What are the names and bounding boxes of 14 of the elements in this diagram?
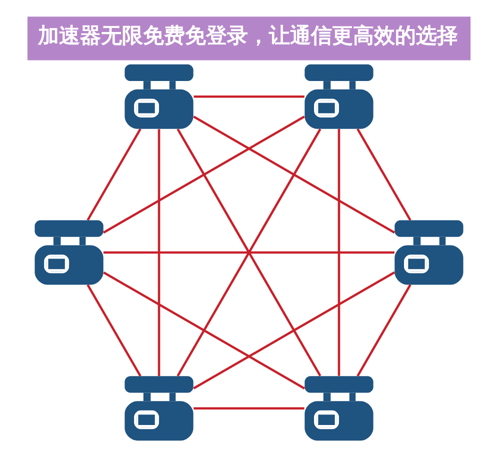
connector — [194, 407, 304, 410]
connector — [86, 284, 142, 377]
connector — [103, 272, 306, 390]
connector — [103, 251, 394, 254]
connector — [356, 284, 412, 377]
connector — [338, 129, 340, 376]
connector — [158, 129, 160, 376]
connector — [193, 271, 396, 390]
connector — [356, 128, 412, 221]
diagram-title: 加速器无限免费免登录，让通信更高效的选择 — [38, 24, 458, 48]
connector — [102, 116, 305, 234]
connector — [193, 116, 396, 234]
connector — [194, 96, 304, 98]
connector — [86, 128, 142, 221]
